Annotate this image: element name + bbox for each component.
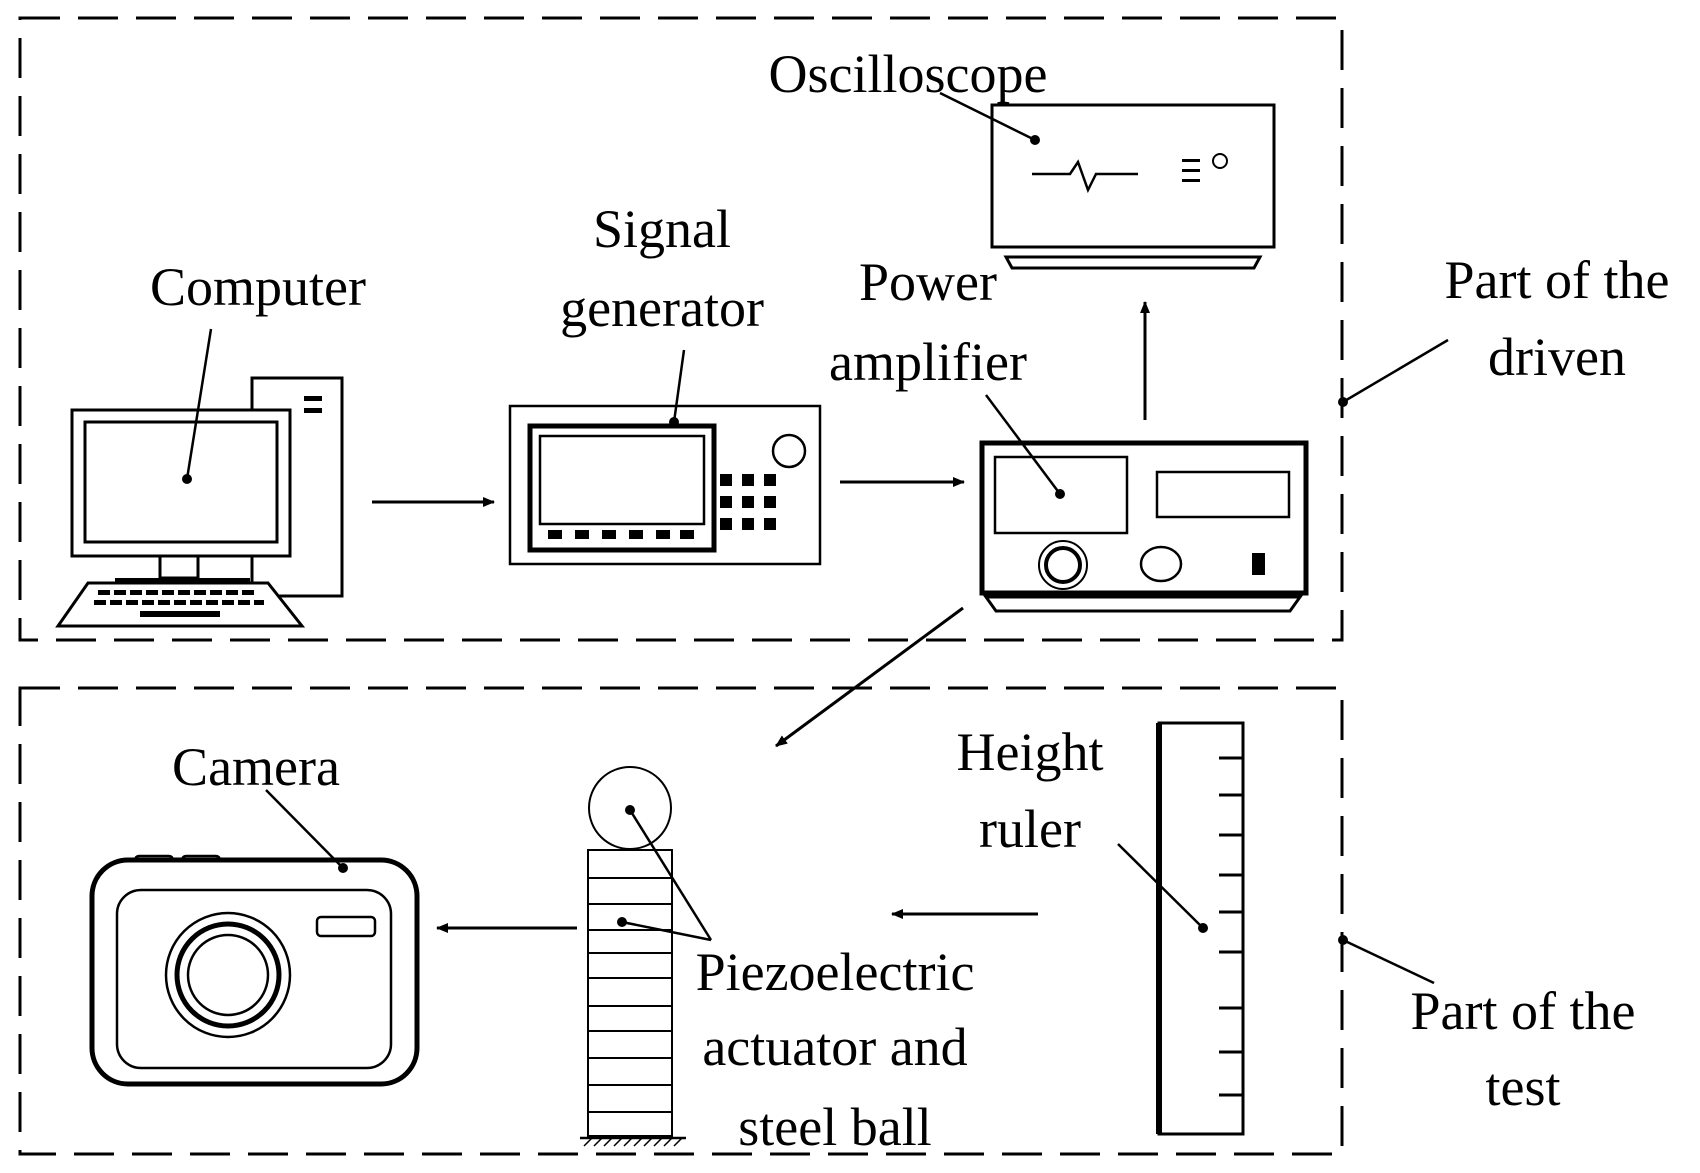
label-computer: Computer (150, 257, 366, 317)
leader-piezo-actuator (617, 805, 713, 942)
driven-part-box (18, 16, 1344, 642)
label-driven-group-line2: driven (1488, 327, 1626, 387)
leader-signal-generator (669, 349, 686, 427)
computer-icon (55, 376, 344, 628)
oscilloscope-icon (990, 103, 1276, 270)
leader-power-amplifier (984, 394, 1065, 499)
label-signal-generator-line1: Signal (593, 199, 731, 259)
label-power-amplifier-line1: Power (859, 252, 997, 312)
label-driven-group-line1: Part of the (1445, 250, 1670, 310)
arrow-power-amplifier-to-piezo-actuator (775, 606, 964, 748)
signal-generator-icon (508, 404, 822, 566)
label-height-ruler-line2: ruler (979, 799, 1081, 859)
label-test-group-line1: Part of the (1411, 981, 1636, 1041)
label-piezo-line2: actuator and (702, 1017, 967, 1077)
label-signal-generator-line2: generator (560, 278, 764, 338)
label-camera: Camera (172, 737, 340, 797)
label-oscilloscope: Oscilloscope (769, 44, 1048, 104)
piezo-actuator-stack-icon (580, 766, 686, 1147)
label-piezo-line1: Piezoelectric (696, 942, 975, 1002)
leader-oscilloscope (939, 91, 1040, 145)
leader-test-group (1338, 935, 1435, 985)
label-height-ruler-line1: Height (957, 722, 1104, 782)
camera-icon (89, 854, 420, 1087)
label-test-group-line2: test (1486, 1057, 1561, 1117)
label-piezo-line3: steel ball (738, 1097, 931, 1157)
leader-height-ruler (1117, 843, 1208, 933)
leader-driven-group (1338, 338, 1449, 407)
power-amplifier-icon (979, 440, 1309, 613)
label-power-amplifier-line2: amplifier (829, 332, 1027, 392)
leader-camera (265, 789, 348, 873)
leader-computer (182, 328, 213, 484)
test-part-box (18, 686, 1344, 1156)
height-ruler-icon (1156, 721, 1245, 1136)
